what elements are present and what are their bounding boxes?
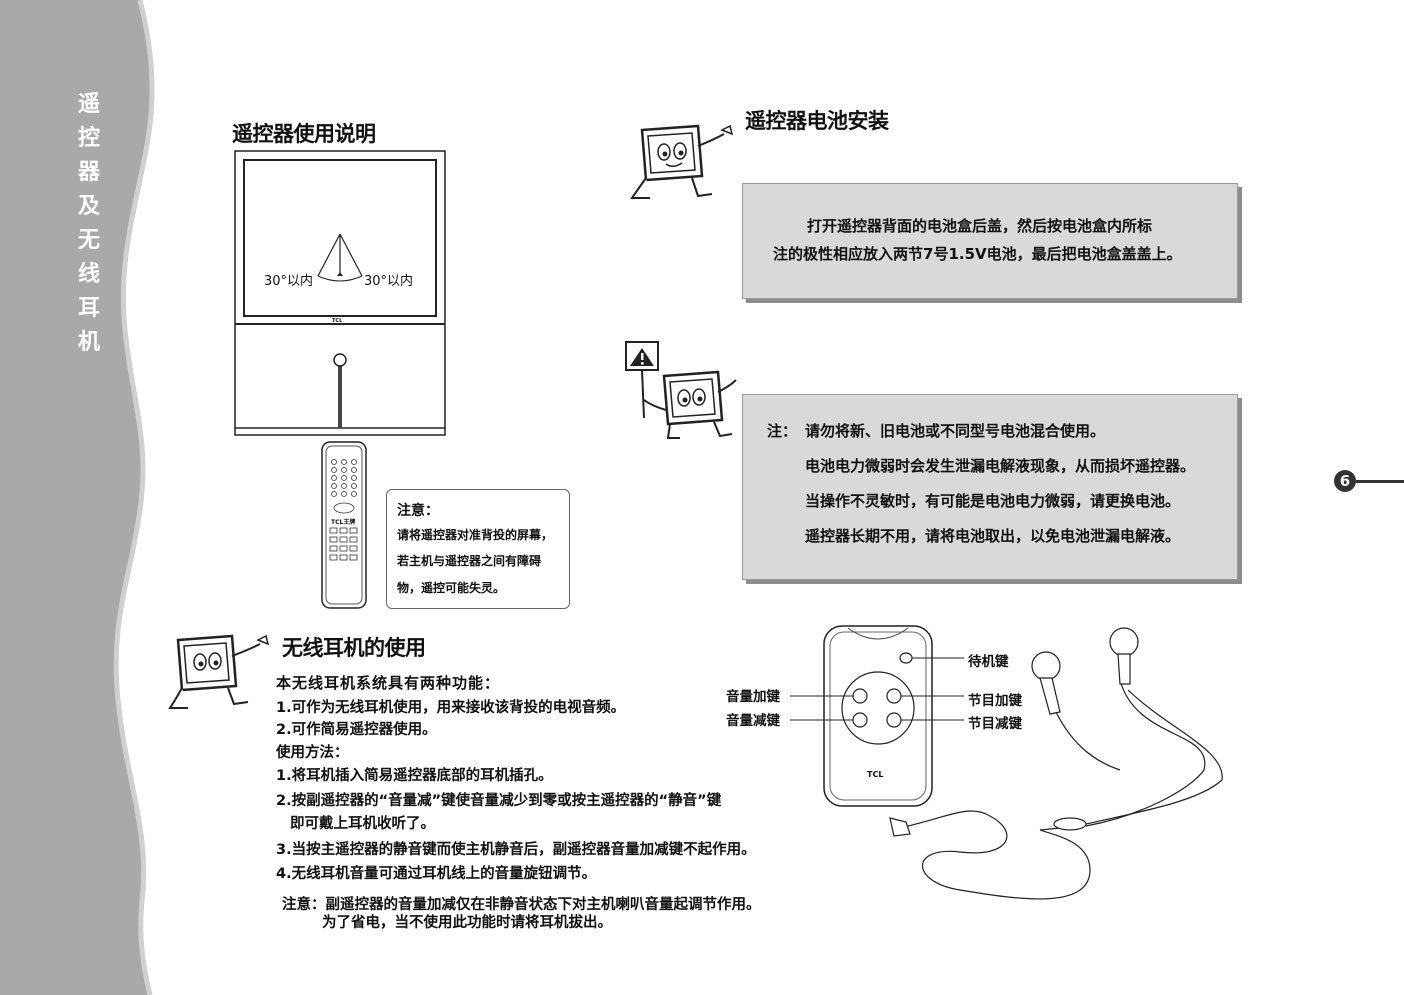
remote-note-box: 注意： 请将遥控器对准背投的屏幕， 若主机与遥控器之间有障碍 物，遥控可能失灵。: [386, 489, 570, 609]
method-step: 2.按副遥控器的“音量减”键使音量减少到零或按主遥控器的“静音”键: [276, 793, 722, 809]
label-vol-up: 音量加键: [726, 689, 780, 705]
warning-box: 注： 请勿将新、旧电池或不同型号电池混合使用。 电池电力微弱时会发生泄漏电解液现…: [742, 394, 1238, 580]
headphone-intro: 本无线耳机系统具有两种功能：: [276, 674, 501, 692]
tv-mascot-pointing-icon: [168, 634, 270, 709]
headphone-function: 2.可作简易遥控器使用。: [276, 722, 437, 738]
headphone-note: 为了省电，当不使用此功能时请将耳机拔出。: [322, 915, 612, 931]
tv-brand-logo: TCL: [332, 318, 343, 324]
sidebar-char: 器: [77, 160, 100, 185]
label-vol-down: 音量减键: [726, 713, 780, 729]
label-standby: 待机键: [968, 654, 1009, 670]
remote-note-title: 注意：: [397, 503, 439, 519]
warning-line: 电池电力微弱时会发生泄漏电解液现象，从而损坏遥控器。: [805, 457, 1196, 475]
main-remote-illustration: [321, 441, 367, 609]
label-ch-down: 节目减键: [968, 716, 1022, 732]
sidebar-char: 及: [77, 194, 100, 219]
page-number: 6: [1334, 470, 1356, 492]
warning-line: 请勿将新、旧电池或不同型号电池混合使用。: [805, 422, 1106, 440]
headphone-function: 1.可作为无线耳机使用，用来接收该背投的电视音频。: [276, 700, 626, 716]
battery-title: 遥控器电池安装: [745, 109, 889, 133]
warning-line: 当操作不灵敏时，有可能是电池电力微弱，请更换电池。: [805, 492, 1181, 510]
tv-illustration: [234, 150, 446, 436]
remote-usage-title: 遥控器使用说明: [232, 122, 376, 146]
sidebar-char: 耳: [77, 296, 100, 321]
method-step: 4.无线耳机音量可通过耳机线上的音量旋钮调节。: [276, 866, 597, 882]
headphone-note: 注意：副遥控器的音量加减仅在非静音状态下对主机喇叭音量起调节作用。: [282, 897, 761, 913]
battery-instruction-box: 打开遥控器背面的电池盒后盖，然后按电池盒内所标 注的极性相应放入两节7号1.5V…: [742, 183, 1238, 299]
sidebar-char: 控: [77, 126, 100, 151]
tv-mascot-pointing-icon: [630, 124, 734, 199]
sidebar-band: [0, 0, 155, 995]
warning-mascot-icon: [625, 341, 737, 439]
method-step: 即可戴上耳机收听了。: [290, 816, 435, 832]
method-title: 使用方法：: [276, 745, 349, 761]
remote-note-line: 请将遥控器对准背投的屏幕，: [397, 528, 554, 542]
headphone-remote-diagram: [790, 625, 1223, 900]
page-number-rule: [1356, 480, 1404, 483]
sidebar-char: 线: [77, 262, 100, 287]
headphone-title: 无线耳机的使用: [282, 636, 426, 660]
angle-right-label: 30°以内: [364, 274, 414, 289]
warning-label: 注：: [767, 422, 798, 440]
remote-note-line: 物，遥控可能失灵。: [397, 581, 506, 595]
mini-remote-brand-logo: TCL: [867, 770, 884, 779]
label-ch-up: 节目加键: [968, 693, 1022, 709]
sidebar-char: 遥: [77, 92, 100, 117]
sidebar-char: 机: [77, 330, 100, 355]
method-step: 1.将耳机插入简易遥控器底部的耳机插孔。: [276, 768, 553, 784]
angle-left-label: 30°以内: [264, 274, 314, 289]
method-step: 3.当按主遥控器的静音键而使主机静音后，副遥控器音量加减键不起作用。: [276, 842, 756, 858]
sidebar-char: 无: [77, 228, 100, 253]
remote-brand-logo: TCL王牌: [331, 519, 356, 526]
warning-line: 遥控器长期不用，请将电池取出，以免电池泄漏电解液。: [805, 527, 1181, 545]
remote-note-line: 若主机与遥控器之间有障碍: [397, 554, 542, 568]
battery-line: 注的极性相应放入两节7号1.5V电池，最后把电池盒盖盖上。: [773, 245, 1182, 263]
battery-line: 打开遥控器背面的电池盒后盖，然后按电池盒内所标: [807, 217, 1153, 235]
